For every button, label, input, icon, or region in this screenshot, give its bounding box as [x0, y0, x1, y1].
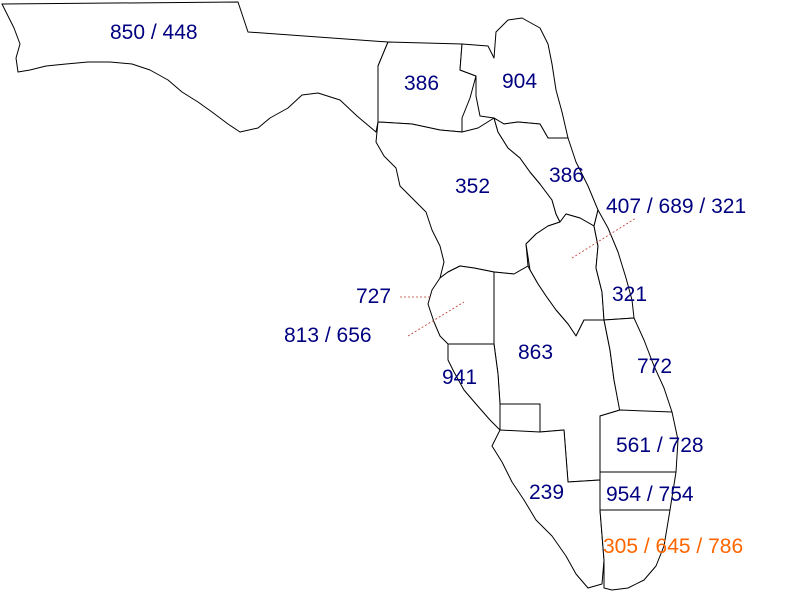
label-352: 352: [455, 175, 491, 198]
label-863: 863: [518, 341, 554, 364]
label-904: 904: [502, 70, 538, 93]
label-941: 941: [442, 366, 478, 389]
label-561-728: 561 / 728: [616, 434, 704, 457]
label-850-448: 850 / 448: [110, 21, 198, 44]
label-954-754: 954 / 754: [606, 483, 694, 506]
region-305: [599, 509, 671, 591]
region-772: [603, 317, 673, 413]
region-904: [459, 17, 569, 139]
region-727-813: [427, 265, 495, 345]
leader-813: [407, 301, 465, 337]
label-305-645-786: 305 / 645 / 786: [603, 535, 744, 558]
region-239: [491, 429, 605, 589]
region-321: [593, 209, 635, 321]
label-407-689-321: 407 / 689 / 321: [606, 195, 747, 218]
label-386-coast: 386: [549, 164, 585, 187]
label-813-656: 813 / 656: [284, 324, 372, 347]
label-321: 321: [612, 283, 648, 306]
label-386-north: 386: [404, 72, 440, 95]
label-727: 727: [356, 285, 392, 308]
region-941: [447, 343, 501, 431]
leader-407: [571, 217, 637, 259]
label-772: 772: [637, 355, 673, 378]
label-239: 239: [529, 481, 565, 504]
